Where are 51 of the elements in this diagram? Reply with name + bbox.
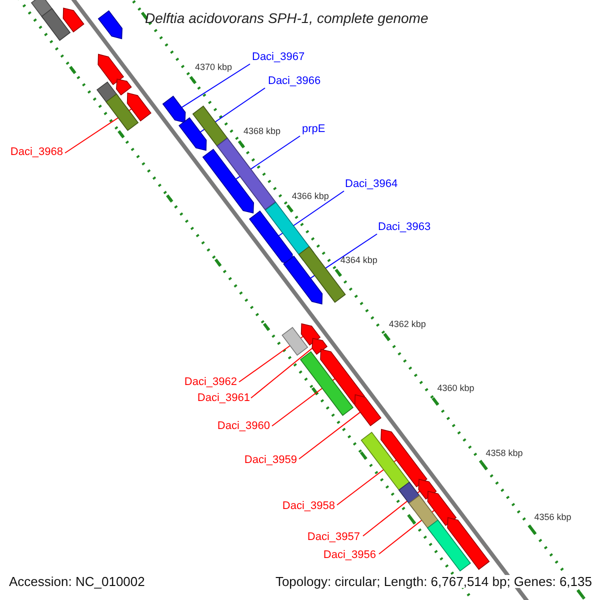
- gene-bar: [380, 428, 428, 488]
- genome-info-text: Topology: circular; Length: 6,767,514 bp; Genes: 6,135: [275, 575, 592, 588]
- gene-label: Daci_3963: [378, 222, 431, 233]
- gene-label: Daci_3964: [345, 179, 398, 190]
- gene-bar: [98, 10, 122, 40]
- gene-bar: [320, 348, 366, 405]
- scale-label: 4360 kbp: [437, 384, 474, 394]
- gene-label: Daci_3956: [323, 550, 376, 561]
- leader-line: [250, 348, 313, 398]
- gene-bar: [282, 326, 308, 356]
- scale-label: 4362 kbp: [388, 320, 426, 330]
- gene-bar: [192, 106, 228, 146]
- gene-label: Daci_3967: [252, 52, 305, 63]
- leader-line: [181, 64, 250, 108]
- gene-label: Daci_3961: [197, 393, 250, 404]
- gene-label: Daci_3958: [282, 501, 335, 512]
- gene-bar: [126, 92, 152, 122]
- scale-label: 4366 kbp: [292, 192, 329, 201]
- gene-bar: [300, 351, 354, 416]
- gene-bar: [178, 117, 207, 151]
- scale-label: 4358 kbp: [486, 448, 523, 458]
- gene-bar: [283, 256, 323, 304]
- gene-bar: [312, 338, 328, 355]
- gene-bar: [354, 394, 382, 426]
- gene-bar: [427, 490, 457, 526]
- gene-bar: [116, 78, 132, 96]
- gene-bar: [202, 148, 254, 214]
- gene-bar: [447, 517, 490, 570]
- gene-bar: [41, 8, 71, 41]
- title: Delftia acidovorans SPH-1, complete genome: [145, 11, 428, 25]
- scale-label: 4368 kbp: [243, 127, 280, 136]
- scale-label: 4356 kbp: [534, 512, 572, 522]
- leader-line: [298, 412, 361, 460]
- gene-label: Daci_3960: [217, 421, 270, 432]
- gene-bar: [62, 8, 84, 32]
- gene-bar: [162, 96, 186, 123]
- gene-bar: [248, 210, 293, 265]
- gene-bar: [300, 323, 321, 346]
- accession-text: Accession: NC_010002: [9, 575, 145, 588]
- gene-label: Daci_3968: [10, 147, 63, 158]
- scale-label: 4370 kbp: [194, 63, 232, 72]
- gene-label: Daci_3959: [244, 455, 297, 466]
- gene-label: Daci_3962: [184, 377, 237, 388]
- gene-bar: [426, 520, 471, 572]
- gene-label: prpE: [302, 124, 326, 135]
- gene-label: Daci_3957: [307, 532, 360, 543]
- gene-bar: [216, 137, 276, 210]
- gene-label: Daci_3966: [268, 76, 321, 87]
- scale-label: 4364 kbp: [340, 256, 378, 265]
- gene-bar: [106, 93, 139, 132]
- gene-bar: [98, 54, 124, 86]
